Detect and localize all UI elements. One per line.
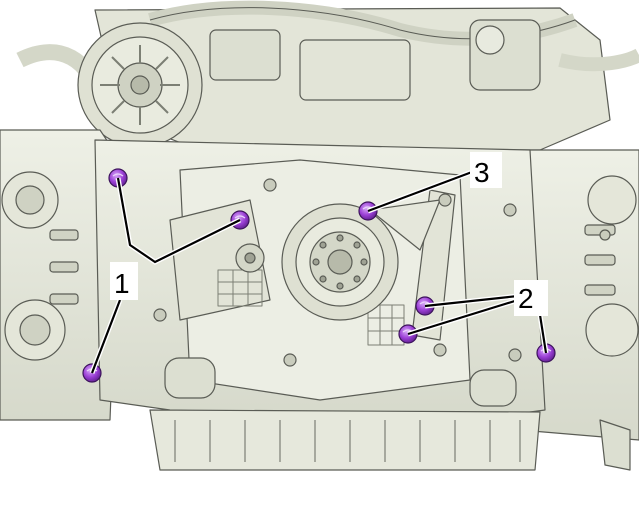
sensor-block <box>299 39 411 101</box>
callout-labels: 1 2 3 <box>110 152 548 316</box>
leader-line-2a <box>424 294 519 308</box>
callout-label-1: 1 <box>114 268 130 299</box>
vent-grid-left <box>217 269 263 307</box>
crankshaft-pulley <box>281 203 399 321</box>
leader-lines <box>89 169 549 374</box>
oil-pan <box>149 409 541 471</box>
vent-grid-right <box>367 304 405 346</box>
engine-block <box>0 0 639 471</box>
leader-line-1-upper <box>116 177 241 264</box>
leader-line-2b <box>407 298 519 336</box>
callout-label-3: 3 <box>474 157 490 188</box>
right-hose <box>558 48 639 72</box>
leader-line-3 <box>367 170 473 213</box>
leader-line-2c <box>538 314 548 354</box>
callout-label-2: 2 <box>518 283 534 314</box>
alternator <box>77 22 203 148</box>
leader-line-1-lower <box>90 299 122 374</box>
throttle-port <box>475 25 505 55</box>
oil-pan-ribs <box>174 420 521 462</box>
